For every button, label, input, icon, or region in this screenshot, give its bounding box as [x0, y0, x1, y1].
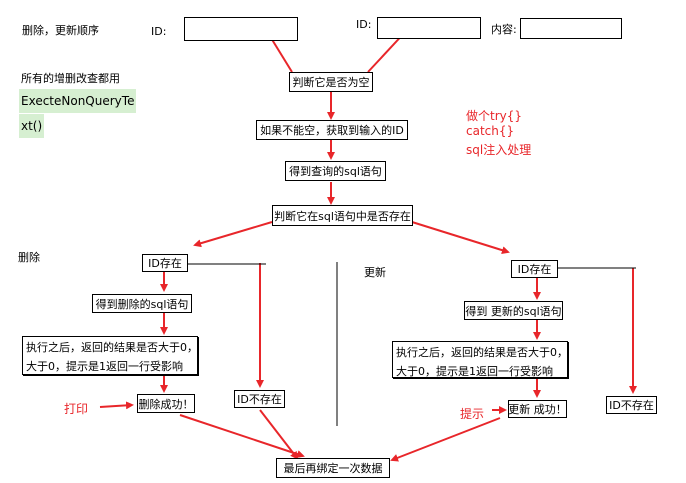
try-note-line2: catch{}	[466, 124, 515, 138]
id-input-1[interactable]	[184, 17, 298, 41]
arrow-del-success-to-final	[179, 414, 305, 458]
update-id-exists-node: ID存在	[511, 260, 558, 278]
delete-branch-title: 删除	[18, 251, 40, 264]
id-label-2: ID:	[356, 18, 372, 31]
arrow-print	[99, 401, 134, 410]
update-success-node: 更新 成功！	[508, 400, 567, 418]
hint-label: 提示	[460, 407, 485, 421]
update-exec-node: 执行之后，返回的结果是否大于0， 大于0，提示是1返回一行受影响	[392, 341, 568, 378]
get-update-sql-node: 得到 更新的sql语句	[464, 301, 563, 320]
final-bind-node: 最后再绑定一次数据	[276, 458, 390, 478]
update-not-exists-node: ID不存在	[606, 396, 657, 414]
delete-not-exists-node: ID不存在	[234, 390, 285, 408]
update-branch-title: 更新	[364, 266, 386, 279]
check-exists-node: 判断它在sql语句中是否存在	[272, 205, 413, 226]
arrow-exists-to-update	[411, 221, 510, 255]
get-delete-sql-node: 得到删除的sql语句	[92, 294, 192, 313]
id-label-1: ID:	[151, 25, 167, 38]
update-exec-line2: 大于0，提示是1返回一行受影响	[396, 365, 553, 378]
arrow-upd-success-to-final	[390, 417, 501, 462]
arrow-exists-to-delete	[193, 221, 273, 248]
check-empty-node: 判断它是否为空	[289, 72, 373, 92]
delete-exec-line1: 执行之后，返回的结果是否大于0，	[26, 341, 198, 354]
try-note-line3: sql注入处理	[466, 143, 532, 157]
method-note-line2: xt()	[19, 114, 45, 138]
delete-id-exists-node: ID存在	[142, 254, 188, 272]
content-input[interactable]	[520, 18, 622, 39]
content-label: 内容:	[491, 23, 517, 36]
delete-exec-line2: 大于0，提示是1返回一行受影响	[26, 360, 183, 373]
method-note-line1: ExecteNonQueryTe	[19, 89, 137, 113]
get-query-sql-node: 得到查询的sql语句	[285, 161, 386, 181]
delete-update-order-label: 删除，更新顺序	[22, 24, 99, 37]
id-input-2[interactable]	[377, 17, 481, 39]
delete-success-node: 删除成功！	[137, 394, 195, 413]
update-exec-line1: 执行之后，返回的结果是否大于0，	[396, 346, 568, 359]
print-label: 打印	[64, 402, 89, 416]
arrow-del-notexists-to-final	[259, 409, 299, 460]
delete-exec-node: 执行之后，返回的结果是否大于0， 大于0，提示是1返回一行受影响	[22, 336, 198, 375]
try-note-line1: 做个try{}	[466, 109, 523, 123]
get-id-node: 如果不能空，获取到输入的ID	[256, 120, 408, 140]
all-crud-note: 所有的增删改查都用	[21, 72, 120, 85]
